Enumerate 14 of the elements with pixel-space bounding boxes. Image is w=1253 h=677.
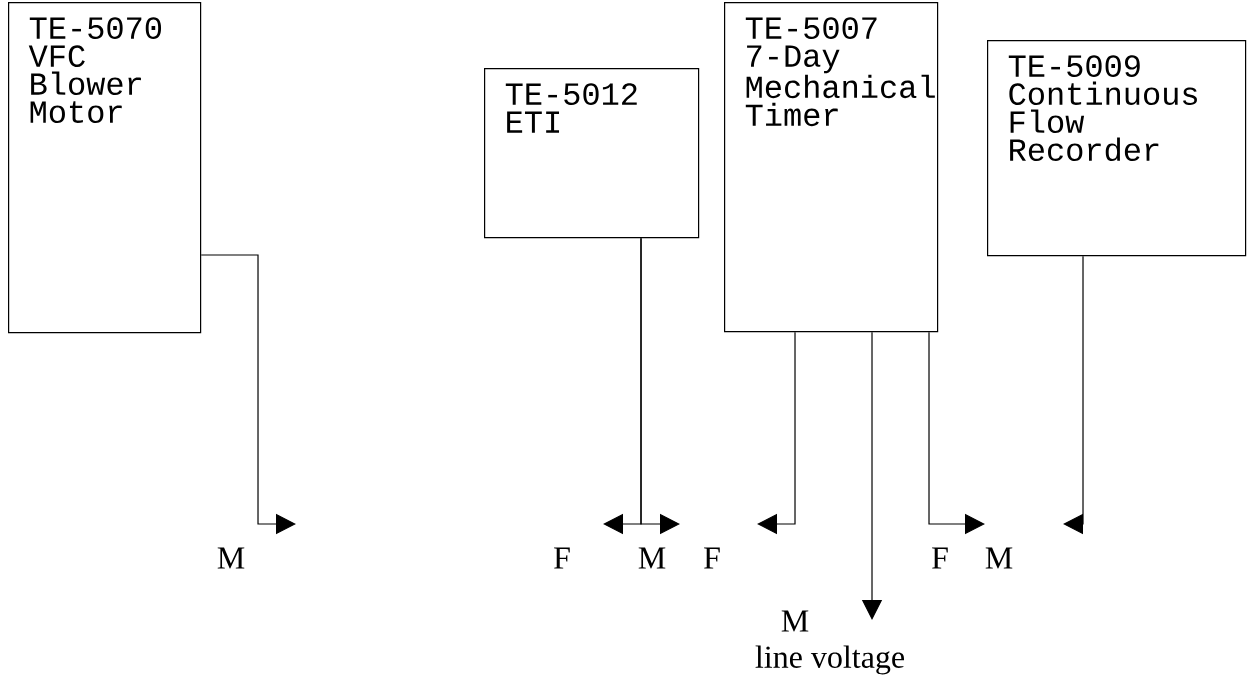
component-box: TE-5070 VFC Blower Motor <box>8 2 202 334</box>
component-box: TE-5009 Continuous Flow Recorder <box>987 40 1247 257</box>
connector-label: F <box>704 547 720 569</box>
arrow <box>757 331 796 535</box>
arrow <box>1063 255 1084 535</box>
component-box: TE-5012 ETI <box>484 68 700 239</box>
connector-label: M <box>217 547 245 569</box>
connector-label: F <box>932 547 948 569</box>
component-box: TE-5007 7-Day Mechanical Timer <box>724 2 939 333</box>
connector-label: M <box>781 610 809 632</box>
connector-label: M <box>638 547 666 569</box>
connector-label: line voltage <box>755 645 904 675</box>
connector-label: F <box>554 547 570 569</box>
connector-label: M <box>985 547 1013 569</box>
